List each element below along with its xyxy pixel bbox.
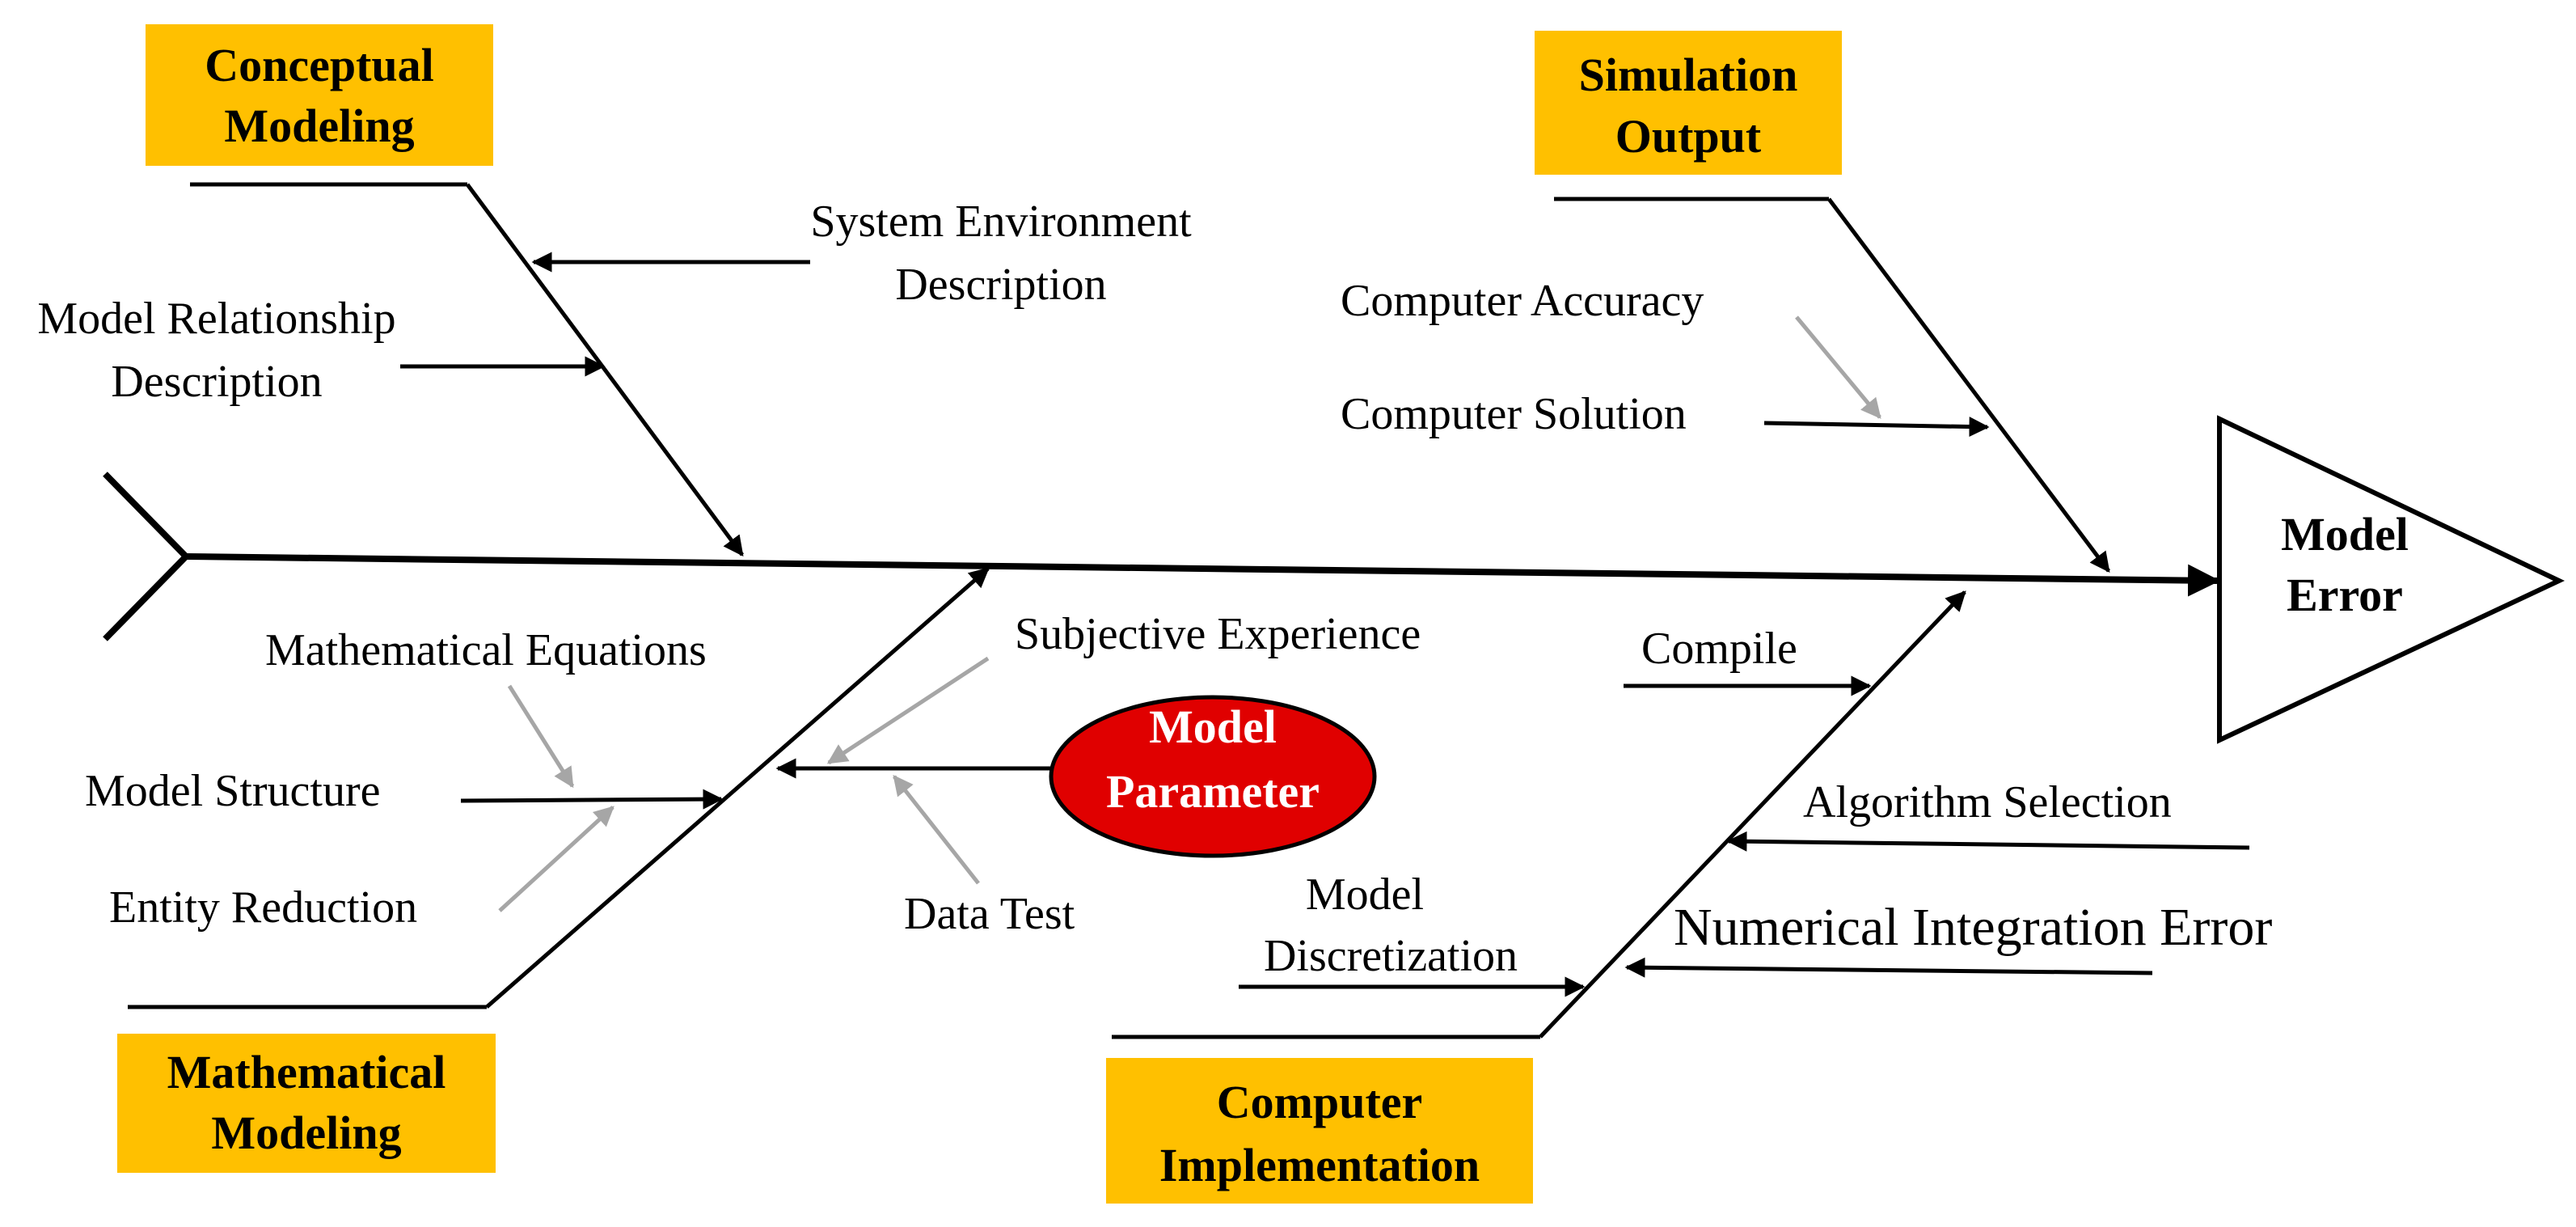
category-simulation-line2: Output <box>1615 110 1762 163</box>
model-parameter-line2: Parameter <box>1106 765 1320 818</box>
arrow-mathematical-equations <box>507 684 575 789</box>
label-model-relationship-line2: Description <box>111 357 322 407</box>
main-spine <box>185 553 2220 597</box>
effect-head: Model Error <box>2217 415 2565 744</box>
arrow-computer-solution <box>1763 417 1990 438</box>
category-simulation-line1: Simulation <box>1579 49 1798 101</box>
category-computer-implementation: Computer Implementation <box>1106 1058 1533 1204</box>
arrow-data-test <box>893 775 980 885</box>
category-conceptual-modeling: Conceptual Modeling <box>146 24 493 166</box>
label-computer-solution: Computer Solution <box>1341 389 1687 439</box>
label-model-relationship-line1: Model Relationship <box>37 294 395 344</box>
label-numerical-integration: Numerical Integration Error <box>1674 898 2272 957</box>
category-simulation-output: Simulation Output <box>1535 31 1842 175</box>
fish-tail <box>103 472 188 641</box>
label-model-structure: Model Structure <box>85 766 380 816</box>
category-mathematical-modeling: Mathematical Modeling <box>117 1034 496 1173</box>
arrow-model-structure <box>460 789 724 810</box>
label-mathematical-equations: Mathematical Equations <box>265 625 707 675</box>
label-algorithm-selection: Algorithm Selection <box>1803 777 2172 827</box>
effect-label-line2: Error <box>2287 569 2403 621</box>
label-compile: Compile <box>1641 624 1797 674</box>
model-parameter-line1: Model <box>1149 700 1277 753</box>
bone-mathematical <box>128 567 990 1009</box>
arrow-subjective-experience <box>826 656 990 765</box>
arrow-numerical-integration <box>1624 957 2153 978</box>
category-mathematical-line1: Mathematical <box>167 1046 446 1098</box>
category-mathematical-line2: Modeling <box>211 1106 401 1159</box>
category-conceptual-line1: Conceptual <box>205 39 434 91</box>
label-data-test: Data Test <box>904 889 1075 939</box>
arrow-computer-accuracy <box>1795 315 1881 419</box>
category-computer-line2: Implementation <box>1159 1139 1480 1191</box>
label-system-environment-line1: System Environment <box>810 197 1192 247</box>
effect-label-line1: Model <box>2281 508 2409 561</box>
label-computer-accuracy: Computer Accuracy <box>1341 276 1704 326</box>
bone-simulation <box>1554 197 2110 573</box>
category-computer-line1: Computer <box>1217 1076 1423 1128</box>
category-conceptual-line2: Modeling <box>224 99 414 152</box>
bone-computer <box>1112 590 1966 1039</box>
label-system-environment-line2: Description <box>895 260 1106 310</box>
label-model-discretization-line2: Discretization <box>1264 931 1518 981</box>
label-entity-reduction: Entity Reduction <box>109 882 417 933</box>
arrow-entity-reduction <box>498 806 614 912</box>
model-parameter-oval: Model Parameter <box>1049 695 1377 858</box>
label-model-discretization-line1: Model <box>1306 869 1424 920</box>
label-subjective-experience: Subjective Experience <box>1015 609 1421 659</box>
arrow-algorithm-selection <box>1726 831 2250 852</box>
